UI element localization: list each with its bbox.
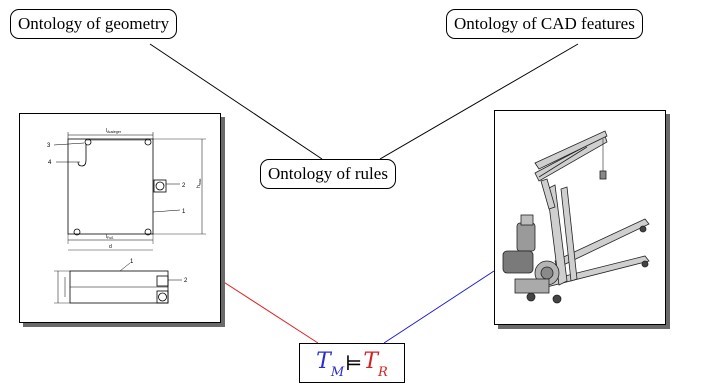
callout-1-side: 1	[130, 259, 134, 265]
formula-left: TM	[316, 348, 345, 381]
dim-right-label: hmax	[196, 178, 202, 188]
formula-box: TM ⊨ TR	[299, 343, 405, 383]
technical-drawing-panel: 3 4 2 1 1 2 lAusleger lFuß d hmax	[19, 113, 221, 323]
ontology-cad-features-node: Ontology of CAD features	[446, 9, 643, 39]
ontology-rules-node: Ontology of rules	[260, 159, 396, 189]
technical-drawing: 3 4 2 1 1 2 lAusleger lFuß d hmax	[47, 128, 206, 304]
crane-render-panel	[494, 110, 666, 325]
link-drawing-formula	[218, 278, 319, 344]
link-geometry-rules	[149, 43, 323, 160]
dim-top-label: lAusleger	[106, 128, 122, 134]
formula-right: TR	[363, 348, 388, 381]
callout-1: 1	[182, 209, 186, 215]
formula-operator: ⊨	[345, 351, 363, 375]
link-cad-rules	[379, 43, 579, 160]
callout-2: 2	[182, 183, 186, 189]
callout-2-side: 2	[184, 278, 188, 284]
crane-render	[502, 130, 650, 304]
callout-3: 3	[47, 143, 51, 149]
dim-bottom2-label: d	[109, 244, 112, 250]
callout-4: 4	[48, 160, 52, 166]
link-crane-formula	[383, 270, 495, 344]
ontology-geometry-node: Ontology of geometry	[10, 9, 178, 39]
dim-bottom-label: lFuß	[106, 234, 113, 240]
